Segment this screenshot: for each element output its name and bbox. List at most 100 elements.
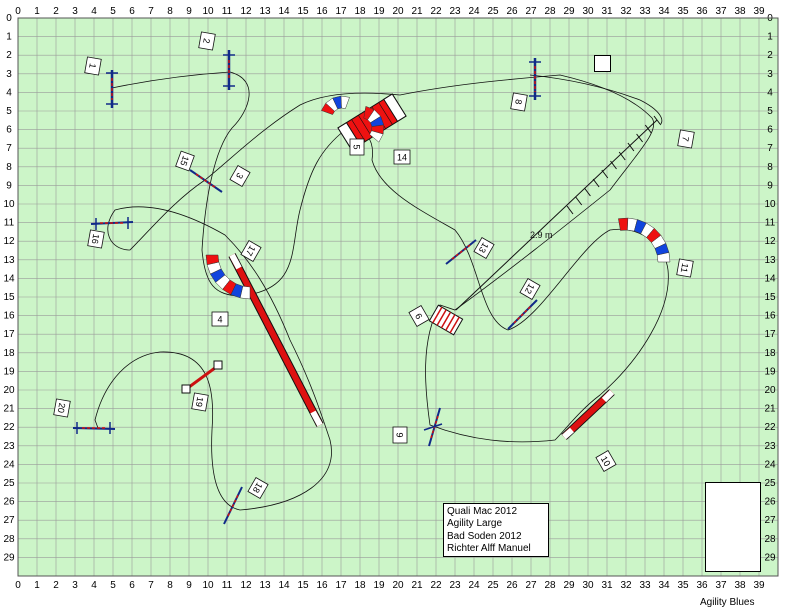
jump-9 — [423, 407, 443, 447]
number-card: 20 — [53, 398, 71, 418]
axis-x-label-bottom: 24 — [468, 580, 480, 591]
axis-y-label-right: 27 — [764, 515, 776, 526]
axis-x-label-bottom: 18 — [354, 580, 366, 591]
number-card-text: 4 — [217, 315, 222, 325]
axis-x-label-bottom: 36 — [696, 580, 708, 591]
number-card-text: 17 — [244, 244, 258, 258]
footer-brand: Agility Blues — [700, 597, 755, 608]
number-card: 5 — [349, 138, 365, 156]
axis-y-label-right: 28 — [764, 534, 776, 545]
axis-y-label-left: 7 — [6, 143, 12, 154]
number-card-box — [677, 129, 695, 149]
axis-y-label-left: 15 — [3, 292, 15, 303]
axis-y-label-right: 4 — [767, 87, 773, 98]
axis-x-label-top: 10 — [202, 6, 214, 17]
axis-x-label-top: 28 — [544, 6, 556, 17]
number-card-text: 2 — [201, 38, 212, 45]
axis-x-label-bottom: 39 — [753, 580, 765, 591]
axis-x-label-top: 30 — [582, 6, 594, 17]
axis-y-label-left: 28 — [3, 534, 15, 545]
axis-x-label-top: 11 — [222, 6, 233, 17]
grid-lines — [17, 17, 779, 577]
axis-x-label-top: 8 — [167, 6, 173, 17]
number-card-text: 16 — [90, 233, 102, 245]
axis-y-label-left: 3 — [6, 69, 12, 80]
number-card: 17 — [240, 240, 262, 262]
number-card-text: 9 — [395, 432, 405, 437]
axis-x-label-top: 18 — [354, 6, 366, 17]
axis-x-label-bottom: 20 — [392, 580, 404, 591]
axis-y-label-right: 17 — [764, 329, 776, 340]
jump-15 — [189, 169, 223, 193]
axis-x-label-top: 20 — [392, 6, 404, 17]
tunnel-11 — [618, 217, 671, 263]
axis-y-label-right: 14 — [764, 273, 776, 284]
number-card: 3 — [229, 165, 251, 187]
weave-pole — [592, 178, 600, 188]
axis-x-label-top: 3 — [72, 6, 78, 17]
number-card: 10 — [595, 450, 617, 472]
axis-y-label-left: 22 — [3, 422, 15, 433]
axis-x-label-top: 13 — [259, 6, 271, 17]
axis-y-label-left: 21 — [3, 404, 15, 415]
axis-y-label-left: 12 — [3, 236, 15, 247]
number-card: 2 — [198, 31, 216, 51]
axis-x-label-bottom: 4 — [91, 580, 97, 591]
axis-x-label-top: 36 — [696, 6, 708, 17]
axis-y-label-left: 14 — [3, 273, 15, 284]
number-card-box — [393, 149, 411, 165]
axis-x-label-bottom: 14 — [278, 580, 290, 591]
number-card-box — [198, 31, 216, 51]
axis-x-label-top: 26 — [506, 6, 518, 17]
axis-x-label-top: 6 — [129, 6, 135, 17]
axis-x-label-bottom: 38 — [734, 580, 746, 591]
axis-y-label-left: 18 — [3, 348, 15, 359]
number-card-box — [676, 258, 694, 278]
distance-label: 2.9 m — [530, 230, 553, 240]
axis-y-label-right: 5 — [767, 106, 773, 117]
jump-3 — [529, 58, 541, 100]
weave-pole — [575, 196, 583, 206]
axis-y-label-right: 2 — [767, 50, 773, 61]
axis-y-label-right: 12 — [764, 236, 776, 247]
axis-x-label-bottom: 37 — [715, 580, 727, 591]
axis-x-label-top: 15 — [297, 6, 309, 17]
axis-x-label-top: 38 — [734, 6, 746, 17]
axis-y-label-right: 6 — [767, 125, 773, 136]
info-event: Bad Soden 2012 — [447, 530, 522, 542]
axis-x-label-bottom: 3 — [72, 580, 78, 591]
axis-y-label-right: 8 — [767, 162, 773, 173]
number-card: 1 — [84, 56, 102, 76]
number-card: 13 — [473, 237, 495, 259]
axis-y-label-right: 20 — [764, 385, 776, 396]
number-card-box — [84, 56, 102, 76]
jump-2 — [223, 50, 235, 90]
axis-x-label-top: 29 — [563, 6, 575, 17]
number-card-text: 3 — [234, 171, 245, 180]
axis-y-label-left: 4 — [6, 87, 12, 98]
number-card-box — [408, 305, 430, 327]
tunnel-14 — [363, 105, 385, 143]
axis-x-label-bottom: 31 — [601, 580, 613, 591]
jump-1 — [106, 70, 118, 108]
number-card-text: 10 — [599, 454, 613, 468]
axis-y-label-left: 29 — [3, 552, 15, 563]
axis-y-label-left: 10 — [3, 199, 15, 210]
axis-x-label-top: 37 — [715, 6, 727, 17]
axis-x-label-bottom: 13 — [259, 580, 271, 591]
tunnel-segment — [239, 285, 251, 300]
number-card-box — [595, 450, 617, 472]
axis-x-label-bottom: 7 — [148, 580, 154, 591]
axis-y-label-right: 10 — [764, 199, 776, 210]
number-card-box — [392, 426, 408, 444]
axis-y-label-left: 11 — [4, 218, 15, 229]
number-card-text: 14 — [397, 153, 407, 163]
number-card-box — [473, 237, 495, 259]
axis-x-label-bottom: 6 — [129, 580, 135, 591]
axis-y-label-right: 3 — [767, 69, 773, 80]
number-card-text: 15 — [178, 154, 191, 167]
number-card-text: 12 — [523, 282, 537, 296]
axis-y-label-right: 23 — [764, 441, 776, 452]
number-card-text: 6 — [413, 312, 424, 321]
